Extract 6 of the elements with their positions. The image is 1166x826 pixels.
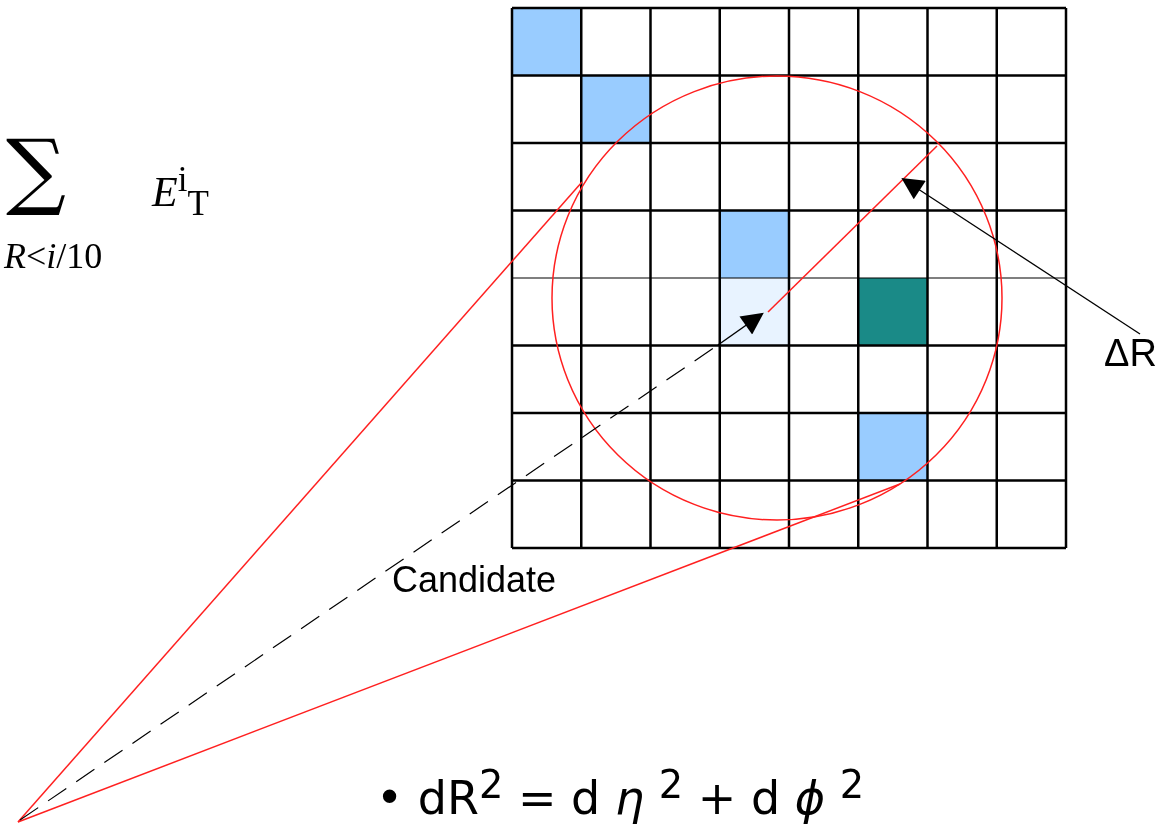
formula-subscript: R<i/10 xyxy=(4,238,103,274)
delta-r-label: ΔR xyxy=(1104,334,1159,372)
candidate-label: Candidate xyxy=(392,562,557,598)
distance-formula: • dR$^{2}$ = d η $^{2}$ + d ϕ $^{2}$ xyxy=(376,766,865,822)
delta-r-line xyxy=(767,145,938,313)
leader-arrow xyxy=(901,178,1141,335)
